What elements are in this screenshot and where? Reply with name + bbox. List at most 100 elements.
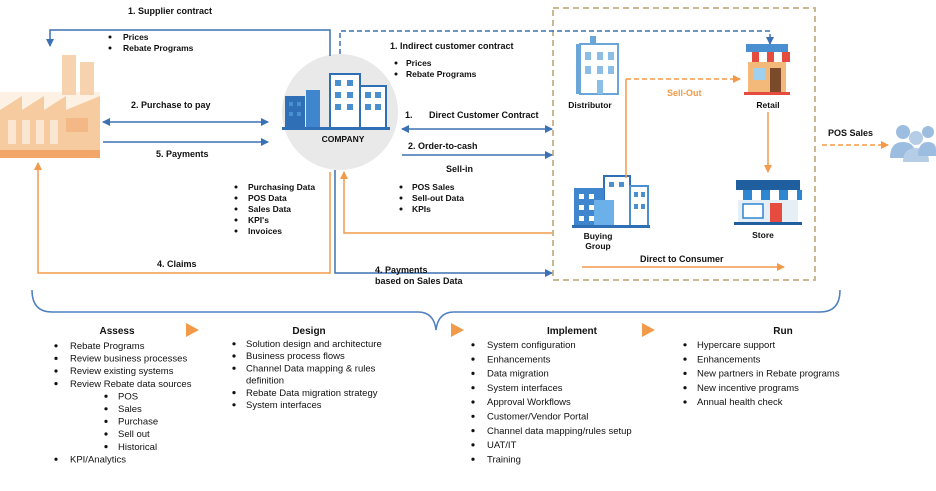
supplier-contract-arrow [46, 29, 331, 56]
bullet-dot [471, 414, 475, 418]
phase-item: Channel Data mapping & rules [246, 363, 376, 374]
phase-item: Data migration [487, 369, 549, 380]
phase-sub-item: Sell out [118, 429, 150, 440]
buying-group-buildings-icon [572, 175, 650, 228]
direct-contract-number: 1. [405, 110, 413, 120]
company-data-item: Purchasing Data [248, 182, 315, 192]
buying-group-label-line2: Group [585, 241, 611, 251]
bullet-dot [54, 382, 58, 386]
phase-title: Run [773, 326, 792, 337]
payments-sales-label-line1: 4. Payments [375, 265, 428, 275]
bullet-dot [471, 357, 475, 361]
phase-item: Solution design and architecture [246, 339, 382, 350]
sell-in-label: Sell-in [446, 164, 473, 174]
bullet-dot [683, 343, 687, 347]
company-label: COMPANY [322, 134, 365, 144]
phase-arrow-icon [451, 323, 464, 337]
phase-arrow-icon [642, 323, 655, 337]
phase-item: Hypercare support [697, 340, 776, 351]
bullet-dot [471, 371, 475, 375]
phase-item: Enhancements [487, 354, 551, 365]
bullet-dot [232, 354, 236, 358]
bullet-dot [471, 400, 475, 404]
company-data-list: Purchasing Data POS Data Sales Data KPI'… [234, 182, 315, 236]
phase-item: Review business processes [70, 354, 187, 365]
phase-arrow-icon [186, 323, 199, 337]
supplier-bullet: Prices [123, 32, 149, 42]
phase-item: Annual health check [697, 397, 783, 408]
phase-title: Assess [99, 326, 134, 337]
bullet-dot [471, 443, 475, 447]
direct-to-consumer-label: Direct to Consumer [640, 254, 724, 264]
claims-label: 4. Claims [157, 259, 197, 269]
bullet-dot [232, 403, 236, 407]
phase-item: Channel data mapping/rules setup [487, 426, 632, 437]
company-data-item: Invoices [248, 226, 282, 236]
bullet-dot [471, 429, 475, 433]
purchase-to-pay-label: 2. Purchase to pay [131, 100, 211, 110]
bullet-dot [683, 371, 687, 375]
phase-sub-item: Historical [118, 442, 157, 453]
phase-item: Training [487, 454, 521, 465]
phase-item: Customer/Vendor Portal [487, 412, 588, 423]
partner-data-item: Sell-out Data [412, 193, 464, 203]
company-data-item: POS Data [248, 193, 287, 203]
payments-sales-label-line2: based on Sales Data [375, 276, 464, 286]
phases-bracket [31, 289, 841, 331]
retail-shop-icon [744, 44, 790, 95]
phase-title: Design [292, 326, 325, 337]
supplier-bullets: Prices Rebate Programs [108, 32, 194, 53]
partner-data-arrow [340, 171, 552, 234]
bullet-dot [683, 400, 687, 404]
supplier-contract-label: 1. Supplier contract [128, 6, 212, 16]
bullet-dot [54, 344, 58, 348]
store-label: Store [752, 230, 774, 240]
phase-item: Review Rebate data sources [70, 379, 192, 390]
phase-sub-item: POS [118, 391, 138, 402]
partner-data-item: KPIs [412, 204, 431, 214]
phase-sub-item: Sales [118, 404, 142, 415]
office-buildings-icon [282, 73, 390, 130]
store-front-icon [734, 180, 802, 225]
bullet-dot [104, 445, 108, 449]
phase-item: UAT/IT [487, 440, 517, 451]
bullet-dot [104, 407, 108, 411]
bullet-dot [54, 369, 58, 373]
bullet-dot [104, 394, 108, 398]
payments-sales-arrow [334, 170, 553, 277]
phase-item: Rebate Programs [70, 341, 145, 352]
bullet-dot [54, 457, 58, 461]
channel-partners-frame [552, 7, 816, 281]
partner-data-list: POS Sales Sell-out Data KPIs [399, 182, 464, 214]
order-to-cash-label: 2. Order-to-cash [408, 141, 478, 151]
bullet-dot [104, 419, 108, 423]
bullet-dot [232, 342, 236, 346]
bullet-dot [471, 457, 475, 461]
bullet-dot [471, 386, 475, 390]
payments-label: 5. Payments [156, 149, 209, 159]
company-data-item: KPI's [248, 215, 269, 225]
phase-title: Implement [547, 326, 598, 337]
indirect-contract-arrow [339, 30, 774, 54]
bullet-dot [104, 432, 108, 436]
bullet-dot [471, 343, 475, 347]
indirect-bullets: Prices Rebate Programs [394, 58, 477, 79]
distributor-building-icon [576, 36, 619, 95]
indirect-contract-label: 1. Indirect customer contract [390, 41, 514, 51]
phase-item: Review existing systems [70, 366, 174, 377]
phase-sub-item: Purchase [118, 417, 158, 428]
bullet-dot [683, 386, 687, 390]
phase-item: definition [246, 376, 284, 387]
consumers-group-icon [890, 125, 936, 162]
supplier-bullet: Rebate Programs [123, 43, 194, 53]
bullet-dot [54, 356, 58, 360]
phase-item: System interfaces [246, 400, 322, 411]
sell-out-label: Sell-Out [667, 88, 702, 98]
pos-sales-label: POS Sales [828, 128, 873, 138]
